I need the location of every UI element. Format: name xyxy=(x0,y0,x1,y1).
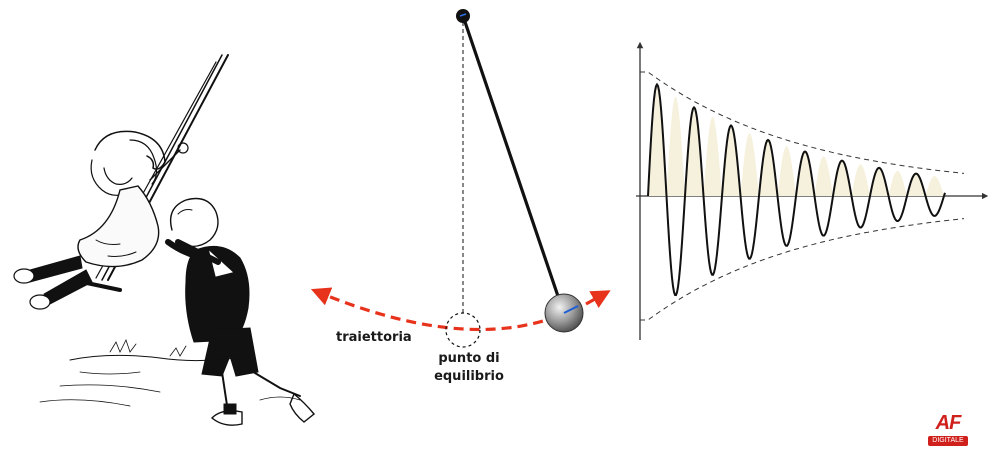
trajectory-label: traiettoria xyxy=(336,330,412,345)
swing-illustration xyxy=(13,54,315,426)
trajectory-arc xyxy=(310,287,559,332)
oscillation-curve xyxy=(647,82,946,297)
damped-oscillation-graph xyxy=(636,41,989,340)
envelope-upper xyxy=(640,71,965,174)
equilibrium-point-circle xyxy=(445,312,481,348)
trajectory-arrow-right xyxy=(585,290,611,308)
pendulum xyxy=(310,9,611,348)
equilibrium-point-label: punto di equilibrio xyxy=(424,350,514,386)
logo-mark: AF xyxy=(935,412,962,434)
pendulum-rod xyxy=(461,15,564,309)
envelope-lower xyxy=(640,218,965,321)
af-digitale-logo: AF DIGITALE xyxy=(928,412,968,452)
velocity-vector xyxy=(563,305,579,314)
equilibrium-label-line1: punto di xyxy=(438,351,500,366)
pivot-icon xyxy=(456,9,470,23)
equilibrium-label-line2: equilibrio xyxy=(434,369,504,384)
logo-sub: DIGITALE xyxy=(928,436,968,446)
